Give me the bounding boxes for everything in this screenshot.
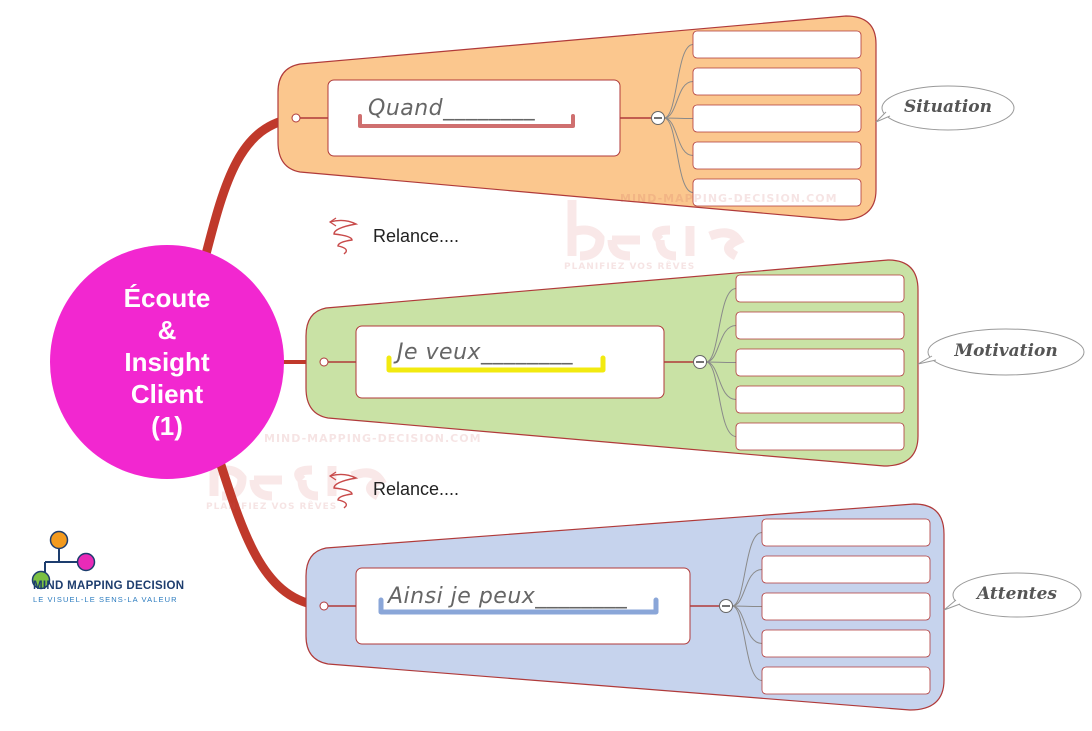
brand-subtitle: LE VISUEL-LE SENS-LA VALEUR: [33, 595, 178, 604]
subtopic-connector: [663, 117, 694, 119]
subtopic-box[interactable]: [692, 67, 862, 96]
central-topic-line: Écoute: [123, 283, 211, 313]
subtopic-box[interactable]: [761, 666, 931, 695]
subtopic-connector: [705, 361, 737, 400]
subtopic-connector: [731, 605, 763, 681]
subtopic-box[interactable]: [692, 30, 862, 59]
junction-dot: [291, 113, 301, 123]
subtopic-connector: [731, 532, 763, 607]
central-topic-line: &: [157, 315, 177, 345]
subtopic-boxes: [692, 30, 931, 695]
relance-label: Relance....: [373, 479, 460, 499]
callout-bubble-motivation[interactable]: [917, 328, 1085, 376]
subtopic-box[interactable]: [735, 311, 905, 340]
collapse-button-situation[interactable]: [651, 111, 665, 125]
underline-bracket-situation: [358, 114, 575, 128]
topic-label-motivation[interactable]: Je veux________: [397, 340, 574, 365]
subtopic-box[interactable]: [692, 178, 862, 207]
underline-bracket-motivation: [386, 355, 606, 373]
subtopic-box[interactable]: [761, 518, 931, 547]
watermark-tagline: PLANIFIEZ VOS RÊVES: [206, 502, 338, 512]
subtopic-connector: [705, 361, 737, 437]
subtopic-box[interactable]: [692, 104, 862, 133]
subtopic-connector: [705, 288, 737, 363]
subtopic-box[interactable]: [735, 422, 905, 451]
subtopic-connector: [731, 605, 763, 607]
subtopic-connector: [705, 325, 737, 363]
spiral-icon: [328, 217, 359, 255]
topic-box-attentes[interactable]: [355, 567, 691, 645]
spiral-icon: [328, 471, 359, 509]
subtopic-box[interactable]: [692, 141, 862, 170]
callout-label-situation: Situation: [904, 97, 992, 117]
subtopic-connector: [705, 361, 737, 363]
callout-bubble-situation[interactable]: [875, 85, 1015, 131]
subtopic-box[interactable]: [761, 555, 931, 584]
subtopic-box[interactable]: [735, 348, 905, 377]
subtopic-connector: [663, 117, 694, 193]
callout-label-motivation: Motivation: [954, 341, 1058, 361]
watermark-url: MIND-MAPPING-DECISION.COM: [264, 432, 482, 445]
topic-label-attentes[interactable]: Ainsi je peux________: [388, 584, 628, 609]
topic-label-situation[interactable]: Quand________: [368, 96, 536, 121]
subtopic-connectors: [663, 44, 763, 681]
subtopic-connector: [731, 605, 763, 644]
watermark-url: MIND-MAPPING-DECISION.COM: [620, 192, 838, 205]
topic-box-situation[interactable]: [327, 79, 621, 157]
collapse-button-attentes[interactable]: [719, 599, 733, 613]
subtopic-connector: [663, 81, 694, 119]
subtopic-connector: [731, 569, 763, 607]
watermark-upper: [567, 200, 745, 261]
central-topic-circle[interactable]: [50, 245, 284, 479]
brand-logo-icon: [31, 530, 96, 590]
central-topic-line: Insight: [124, 347, 210, 377]
collapse-button-motivation[interactable]: [693, 355, 707, 369]
central-topic-title: Écoute & Insight Client (1): [62, 282, 272, 442]
topic-box-motivation[interactable]: [355, 325, 665, 399]
callout-label-attentes: Attentes: [976, 584, 1057, 604]
central-topic-line: (1): [151, 411, 183, 441]
underline-bracket-attentes: [378, 597, 659, 615]
subtopic-box[interactable]: [761, 629, 931, 658]
junction-dot: [319, 601, 329, 611]
subtopic-connector: [663, 44, 694, 119]
relance-label: Relance....: [373, 226, 460, 246]
junction-dot: [319, 357, 329, 367]
subtopic-box[interactable]: [735, 385, 905, 414]
watermark-tagline: PLANIFIEZ VOS RÊVES: [564, 262, 696, 272]
subtopic-connector: [663, 117, 694, 156]
subtopic-box[interactable]: [735, 274, 905, 303]
callout-bubble-attentes[interactable]: [943, 572, 1082, 618]
connector-branch-3: [215, 457, 327, 611]
subtopic-box[interactable]: [761, 592, 931, 621]
brand-title: MIND MAPPING DECISION: [33, 580, 185, 592]
central-topic-line: Client: [130, 379, 204, 409]
